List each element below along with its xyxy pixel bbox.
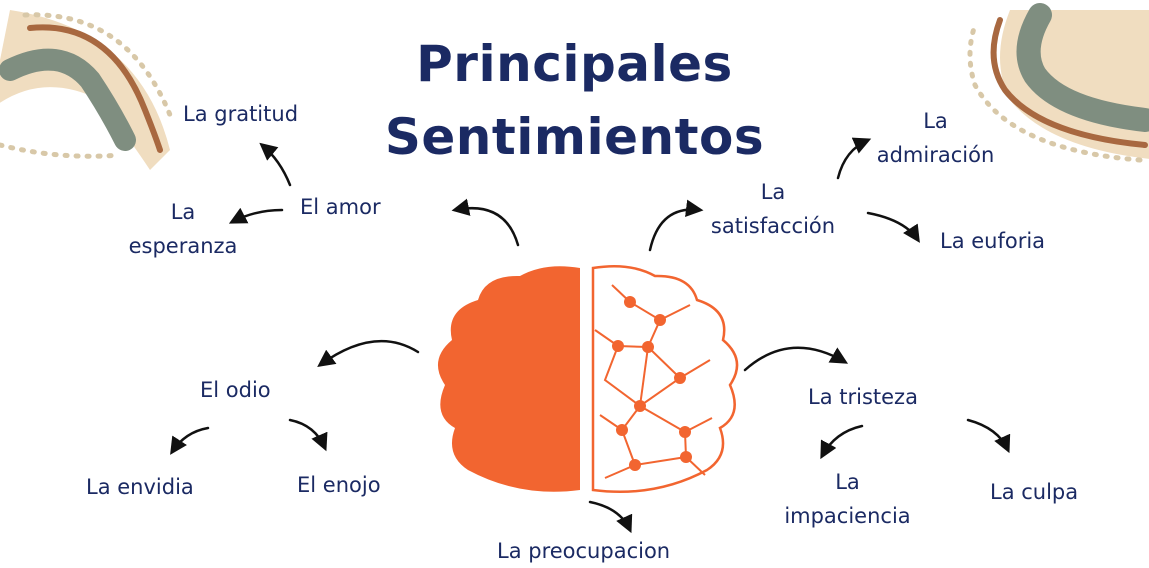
- arrow-amor-to-esperanza: [228, 207, 284, 224]
- page-title-line-2: Sentimientos: [384, 108, 765, 166]
- arrow-tristeza-to-impaciencia: [820, 424, 864, 460]
- node-admiracion-line-2: admiración: [876, 143, 995, 167]
- node-envidia: La envidia: [86, 475, 194, 499]
- page-title-line-1: Principales: [416, 35, 733, 93]
- node-culpa: La culpa: [990, 480, 1079, 504]
- arrow-brain-to-odio: [317, 339, 420, 368]
- node-esperanza-line-2: esperanza: [128, 234, 238, 258]
- node-impaciencia: La impaciencia: [770, 465, 925, 533]
- node-impaciencia-line-1: La: [835, 470, 860, 494]
- node-satisfaccion: La satisfacción: [698, 175, 848, 243]
- arrow-brain-to-satisfaccion: [648, 199, 704, 252]
- arrow-satisfaccion-to-euforia: [866, 211, 920, 243]
- brain-network-lines: [594, 284, 713, 479]
- node-tristeza: La tristeza: [808, 385, 918, 409]
- arrow-brain-to-tristeza: [743, 346, 849, 372]
- arrow-amor-to-gratitud: [259, 142, 292, 187]
- brain-network-nodes: [612, 296, 692, 471]
- node-esperanza-line-1: La: [170, 200, 196, 224]
- node-amor: El amor: [300, 195, 381, 219]
- node-admiracion: La admiración: [868, 104, 1003, 172]
- node-odio: El odio: [200, 378, 271, 402]
- arrow-odio-to-envidia: [170, 426, 210, 455]
- arrow-brain-to-preocupacion: [588, 500, 633, 534]
- node-satisfaccion-line-1: La: [760, 180, 786, 204]
- node-gratitud: La gratitud: [183, 102, 299, 126]
- brain-icon: [437, 264, 739, 493]
- brain-right-half: [591, 264, 739, 493]
- node-enojo: El enojo: [297, 473, 381, 497]
- arrow-odio-to-enojo: [288, 418, 328, 452]
- node-euforia: La euforia: [940, 229, 1046, 253]
- node-satisfaccion-line-2: satisfacción: [710, 214, 836, 238]
- node-admiracion-line-1: La: [923, 109, 948, 133]
- node-preocupacion: La preocupacion: [497, 539, 671, 563]
- arrow-tristeza-to-culpa: [966, 418, 1011, 454]
- decorative-arc-top-right: [967, 3, 1149, 163]
- arrow-brain-to-amor: [451, 198, 520, 247]
- arrow-satisfaccion-to-admiracion: [836, 137, 872, 180]
- brain-left-half: [437, 266, 580, 492]
- node-impaciencia-line-2: impaciencia: [784, 504, 911, 528]
- node-esperanza: La esperanza: [118, 195, 248, 263]
- decorative-arc-top-left: [0, 10, 175, 170]
